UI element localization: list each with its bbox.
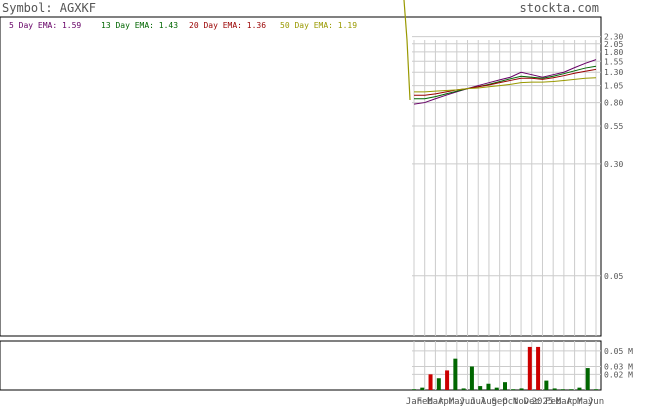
volume-bar xyxy=(494,387,499,390)
legend-ema-50: 50 Day EMA: 1.19 xyxy=(280,21,357,30)
volume-bar xyxy=(527,346,532,390)
price-spike-line xyxy=(403,0,411,101)
ema-line xyxy=(414,68,597,96)
x-axis: JanFebMarAprMayJunJulAugSepOctNovDec2025… xyxy=(406,397,604,406)
x-tick-label: Dec xyxy=(524,397,540,406)
volume-grid xyxy=(412,341,601,390)
volume-bars xyxy=(412,346,598,390)
volume-bar xyxy=(486,383,491,390)
price-marks xyxy=(403,0,597,105)
price-tick-label: 2.05 xyxy=(604,40,623,49)
x-tick-label: May xyxy=(449,397,466,406)
ema-line xyxy=(413,59,597,105)
x-tick-label: Apr xyxy=(566,397,583,406)
x-tick-label: Jul xyxy=(470,397,486,406)
volume-bar xyxy=(412,389,416,390)
volume-bar xyxy=(560,389,565,390)
ema-line xyxy=(414,65,597,100)
x-tick-label: Apr xyxy=(438,397,455,406)
price-axis: 2.302.051.801.55 1.30 1.05 0.80 0.55 0.30 0.05 xyxy=(604,33,623,281)
symbol-label: Symbol: AGXKF xyxy=(2,1,96,15)
x-tick-label: Feb xyxy=(417,397,433,406)
legend-ema-5: 5 Day EMA: 1.59 xyxy=(9,21,81,30)
volume-tick-label: 0.05 M xyxy=(604,347,633,356)
price-tick-label: 0.30 xyxy=(604,160,623,169)
price-tick-label: 1.80 xyxy=(604,48,623,57)
volume-bar xyxy=(428,374,433,390)
x-tick-label: Aug xyxy=(481,397,497,406)
x-tick-label: Jun xyxy=(588,397,604,406)
volume-bar xyxy=(552,388,557,390)
volume-bar xyxy=(436,378,441,390)
price-tick-label: 0.55 xyxy=(604,122,623,131)
volume-bar xyxy=(469,366,474,390)
volume-bar xyxy=(478,386,483,390)
volume-bar xyxy=(577,387,582,390)
volume-bar xyxy=(585,368,590,390)
volume-bar xyxy=(536,346,541,390)
volume-axis: 0.05 M 0.03 M0.02 M xyxy=(604,347,633,380)
x-tick-label: Nov xyxy=(513,397,529,406)
volume-bar xyxy=(503,382,507,390)
volume-bar xyxy=(544,380,549,390)
ema-line xyxy=(414,77,597,93)
volume-tick-label: 0.02 M xyxy=(604,370,633,379)
volume-bar xyxy=(569,389,574,390)
legend-ema-20: 20 Day EMA: 1.36 xyxy=(189,21,266,30)
price-panel xyxy=(0,16,602,337)
x-tick-label: Feb xyxy=(545,397,561,406)
x-tick-label: Mar xyxy=(556,397,573,406)
volume-tick-label: 0.03 M xyxy=(604,363,633,372)
volume-bar xyxy=(453,358,458,390)
price-tick-label: 1.55 xyxy=(604,57,623,66)
price-tick-label: 0.80 xyxy=(604,99,623,108)
x-tick-label: Jan xyxy=(406,397,422,406)
volume-bar xyxy=(461,388,466,390)
x-tick-label: 2025 xyxy=(532,397,554,406)
x-tick-label: May xyxy=(577,397,594,406)
x-tick-label: Mar xyxy=(427,397,444,406)
brand-label: stockta.com xyxy=(520,1,599,15)
price-tick-label: 0.05 xyxy=(604,272,623,281)
x-tick-label: Jun xyxy=(459,397,475,406)
volume-panel xyxy=(0,340,602,391)
price-grid xyxy=(412,36,601,336)
volume-bar xyxy=(511,389,516,390)
x-tick-label: Oct xyxy=(502,397,518,406)
volume-bar xyxy=(519,388,524,390)
volume-bar xyxy=(594,389,598,390)
price-tick-label: 1.30 xyxy=(604,68,623,77)
volume-bar xyxy=(420,387,425,390)
volume-bar xyxy=(445,370,450,390)
price-tick-label: 1.05 xyxy=(604,82,623,91)
price-tick-label: 2.30 xyxy=(604,33,623,42)
legend-ema-13: 13 Day EMA: 1.43 xyxy=(101,21,178,30)
x-tick-label: Sep xyxy=(492,397,508,406)
